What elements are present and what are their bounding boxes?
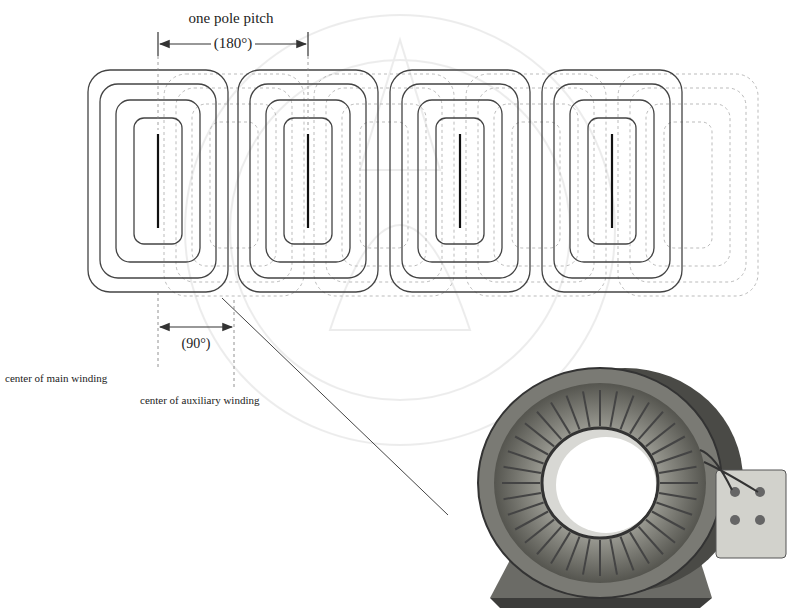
stator-slot: [599, 540, 601, 576]
coil-group: [88, 70, 758, 296]
stator-slot: [508, 502, 544, 514]
stator-photo: [478, 368, 786, 608]
main-coil: [542, 70, 682, 292]
auxiliary-coil: [326, 88, 442, 282]
auxiliary-coil: [466, 74, 606, 296]
main-coil: [554, 84, 670, 278]
auxiliary-coil: [512, 122, 560, 248]
auxiliary-coil: [618, 74, 758, 296]
coil-center-line: [307, 134, 309, 228]
stator-slot: [599, 390, 601, 426]
stator-slot: [508, 451, 544, 463]
auxiliary-coil: [164, 74, 304, 296]
stator-slot: [659, 467, 696, 473]
annotation-label: center of auxiliary winding: [140, 394, 259, 407]
stator-slot: [551, 402, 570, 433]
stator-slot: [660, 482, 698, 484]
stator-slot: [583, 539, 590, 574]
angle-label: (90°): [182, 336, 211, 352]
stator-slot: [502, 482, 540, 484]
main-coil: [250, 84, 366, 278]
stator-slot: [646, 423, 675, 446]
coil-center-line: [459, 134, 461, 228]
stator-slot: [656, 451, 692, 463]
auxiliary-coil: [494, 104, 578, 266]
auxiliary-coil: [360, 122, 408, 248]
stator-slot: [503, 493, 540, 499]
auxiliary-coil: [342, 104, 426, 266]
auxiliary-coil: [630, 88, 746, 282]
stator-slot: [652, 437, 685, 455]
main-coil: [570, 100, 654, 262]
annotation-label: center of main winding: [5, 372, 107, 385]
stator-slot: [525, 520, 554, 543]
stator-slot: [630, 532, 649, 563]
stator-slot: [639, 527, 663, 555]
main-coil: [418, 100, 502, 262]
stator-slot: [566, 396, 579, 430]
angle-label: (180°): [211, 35, 256, 52]
stator-slot: [515, 512, 548, 530]
main-coil: [238, 70, 378, 292]
dimension-lines: [158, 32, 308, 390]
stator-slot: [515, 437, 548, 455]
main-coil: [88, 70, 228, 292]
stator-slot: [630, 402, 649, 433]
stator-slot: [621, 396, 634, 430]
coil-center-line: [157, 134, 159, 228]
auxiliary-coil: [478, 88, 594, 282]
auxiliary-coil: [192, 104, 276, 266]
leader-line: [222, 298, 448, 515]
auxiliary-coil: [664, 122, 712, 248]
stator-slot: [652, 512, 685, 530]
stator-slot: [621, 537, 634, 571]
auxiliary-coil: [314, 74, 454, 296]
auxiliary-coil: [646, 104, 730, 266]
coil-center-line: [611, 134, 613, 228]
stator-slot: [551, 532, 570, 563]
auxiliary-coil: [210, 122, 258, 248]
main-coil: [588, 118, 636, 244]
stator-slot: [566, 537, 579, 571]
stator-slot: [610, 391, 617, 426]
stator-slot: [656, 502, 692, 514]
stator-slot: [537, 412, 561, 440]
stator-slot: [610, 539, 617, 574]
main-coil: [284, 118, 332, 244]
stator-slot: [659, 493, 696, 499]
main-coil: [402, 84, 518, 278]
auxiliary-coil: [176, 88, 292, 282]
stator-slot: [503, 467, 540, 473]
main-coil: [134, 118, 182, 244]
stator-slot: [583, 391, 590, 426]
main-coil: [100, 84, 216, 278]
main-coil: [390, 70, 530, 292]
main-coil: [436, 118, 484, 244]
dimension-label: one pole pitch: [189, 10, 274, 27]
